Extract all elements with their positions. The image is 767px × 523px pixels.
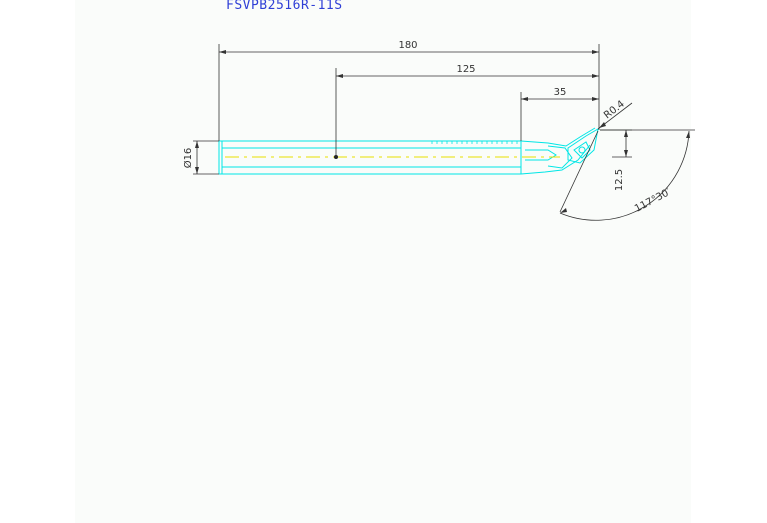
dimension-lines <box>193 44 695 221</box>
insert-outline <box>567 128 599 164</box>
part-number-title: FSVPB2516R-11S <box>226 0 343 13</box>
head-detail-1 <box>525 149 557 161</box>
head-detail-2 <box>547 145 573 169</box>
angle-arc <box>559 130 690 221</box>
insert-inner <box>573 141 591 159</box>
dim-text-radius: R0.4 <box>602 99 627 122</box>
angle-edge-line <box>559 130 599 213</box>
scale-marks <box>431 141 518 144</box>
arrowheads <box>195 50 690 213</box>
insert-screw <box>578 146 586 154</box>
dim-text-35: 35 <box>554 87 567 98</box>
dim-text-125: 125 <box>456 64 475 75</box>
dim-text-diameter: Ø16 <box>182 148 194 169</box>
head-taper <box>520 127 596 175</box>
shank-end-face <box>218 140 223 175</box>
dim-text-180: 180 <box>398 40 417 51</box>
dim-text-offset: 12.5 <box>614 169 625 191</box>
dim-text-angle: 117°30′ <box>633 186 673 214</box>
drawing-sheet <box>75 0 691 523</box>
tool-outline <box>218 127 599 175</box>
